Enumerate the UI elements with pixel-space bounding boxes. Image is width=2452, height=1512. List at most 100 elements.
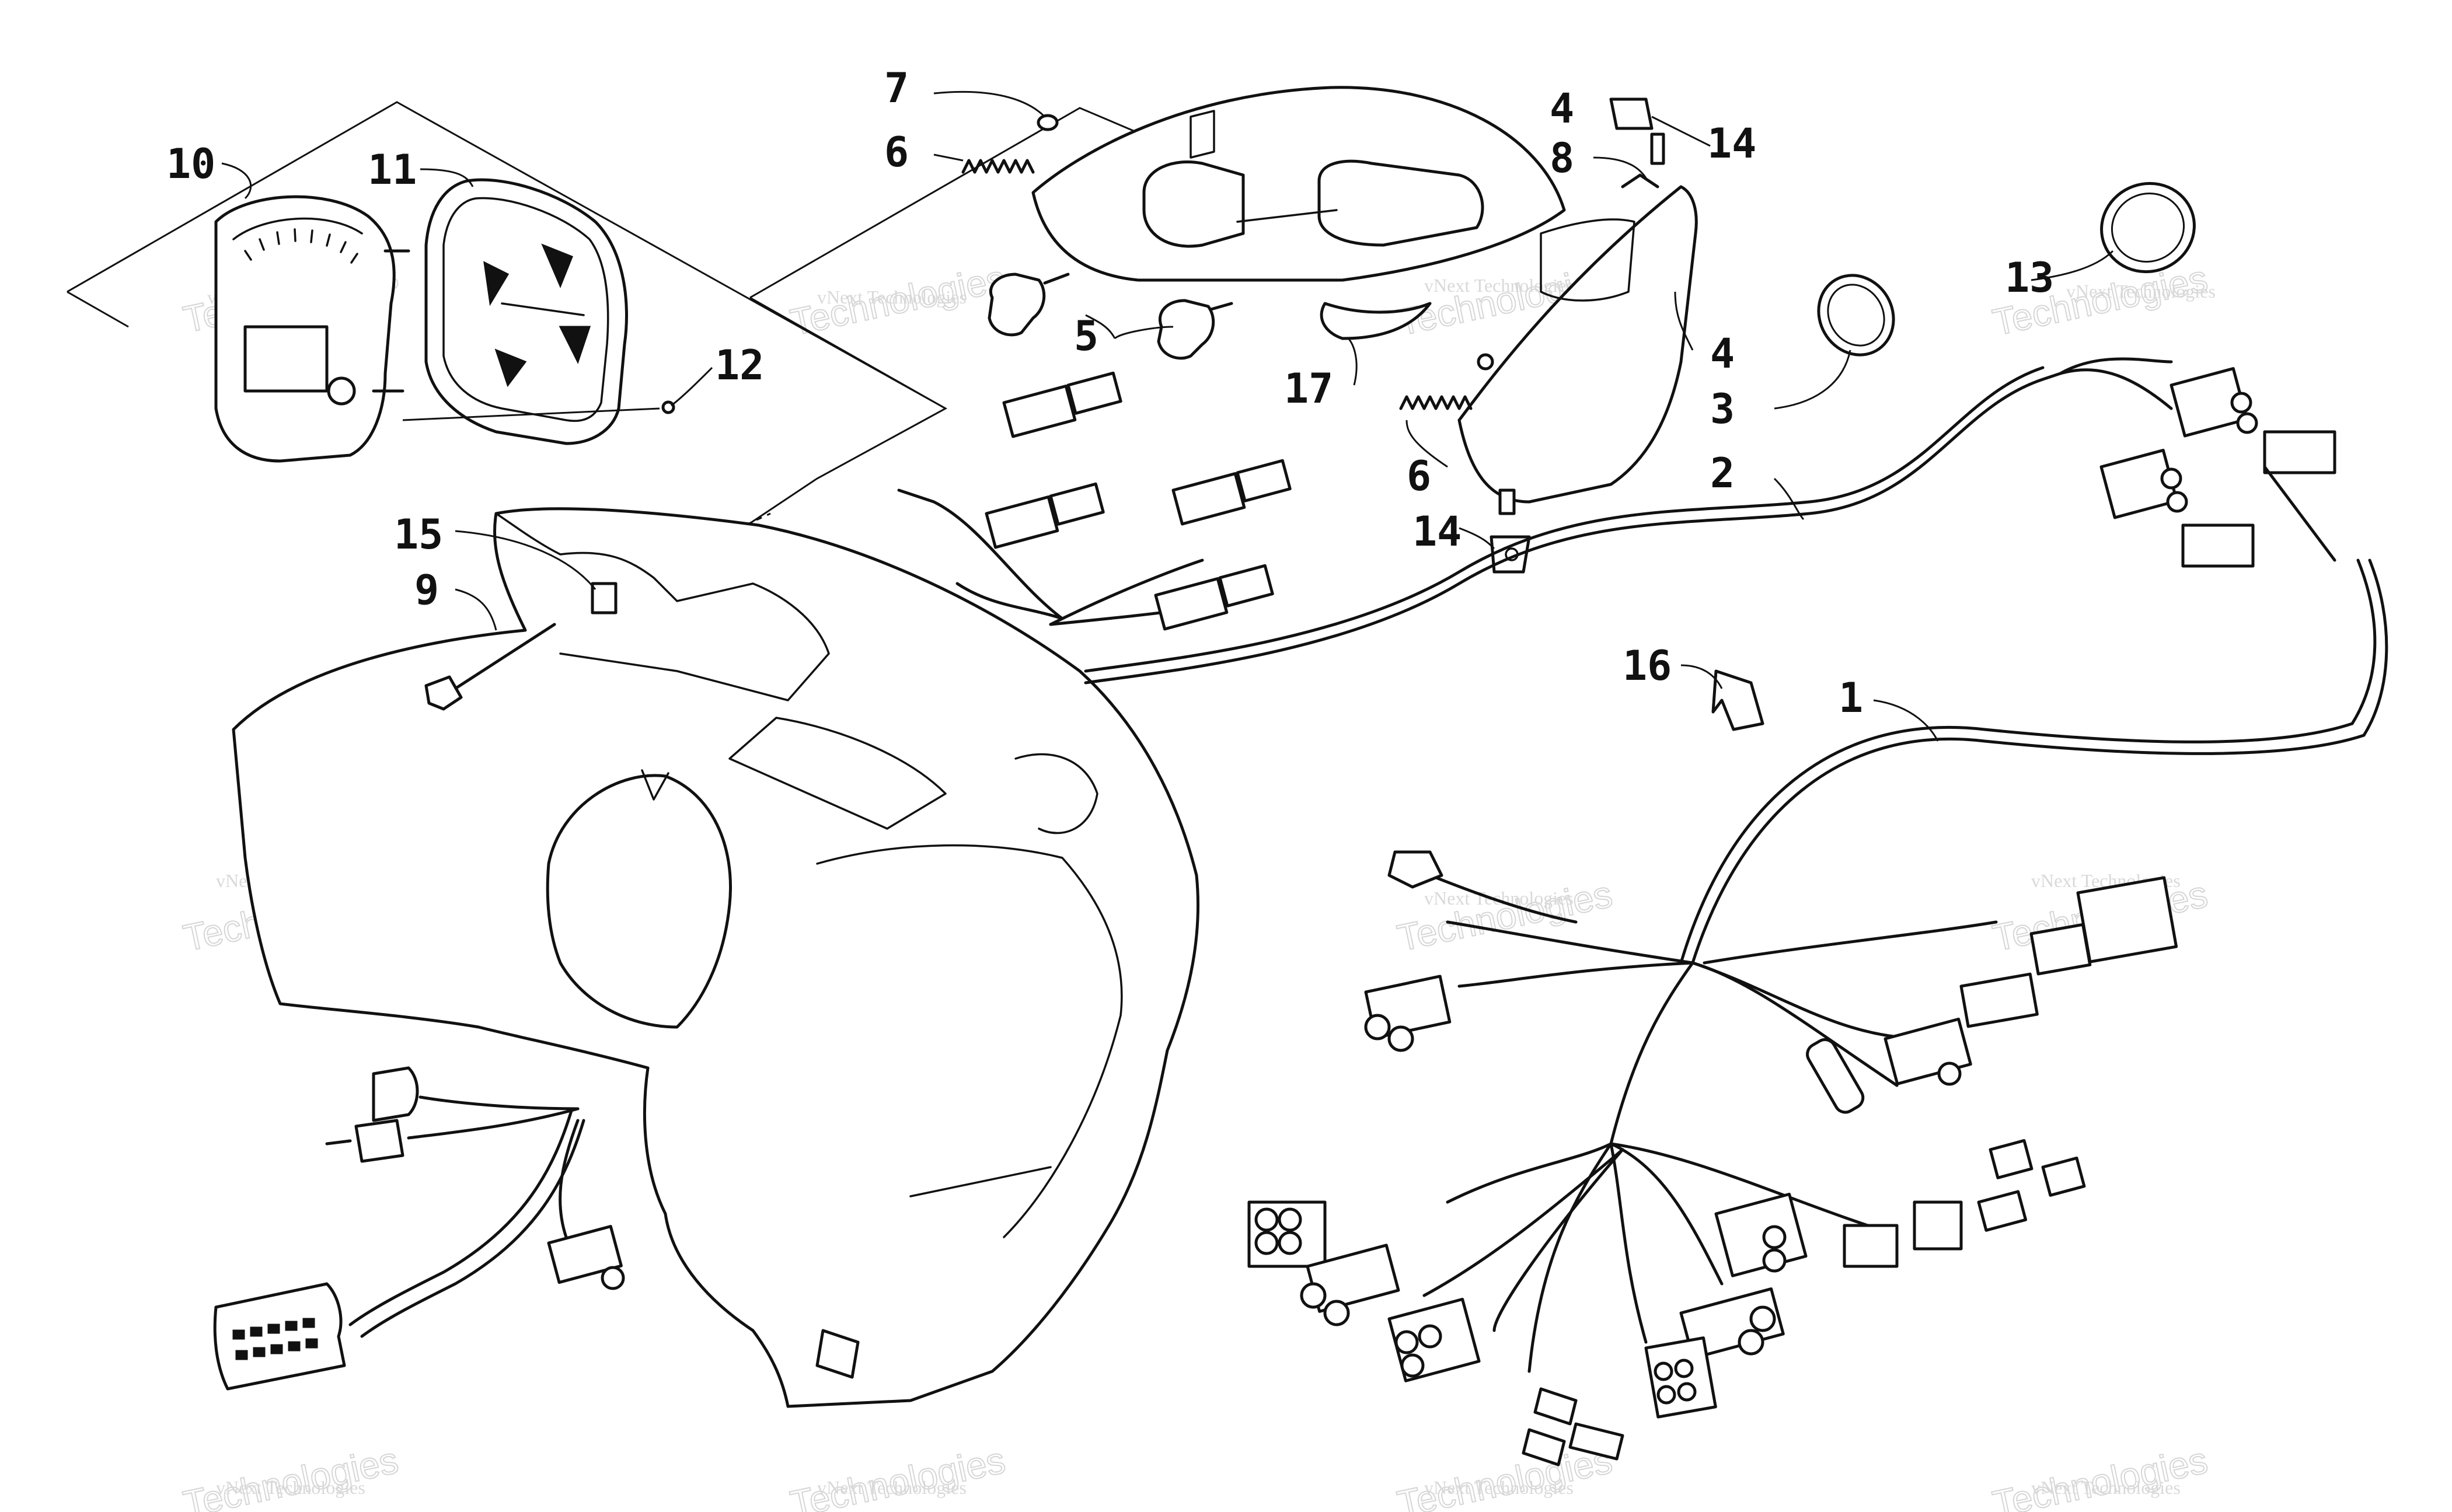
clip-16	[1711, 669, 1764, 731]
fairing-crease	[816, 844, 1123, 1238]
leader-3	[1774, 350, 1851, 410]
callout-11: 11	[368, 146, 417, 194]
jack-tip	[325, 1139, 352, 1146]
harness-1-lower-left2	[1422, 1148, 1624, 1297]
harness-1-right	[1691, 961, 1899, 1087]
screw-12	[661, 400, 675, 414]
bezel-vent	[541, 243, 573, 288]
connector	[1171, 459, 1292, 526]
callout-4a: 4	[1550, 85, 1574, 132]
harness-1-lower-down	[1609, 1142, 1648, 1344]
headlight-cover-assembly	[1399, 97, 1698, 574]
washer-7	[1037, 114, 1059, 131]
connector	[1002, 371, 1122, 438]
connector-block	[2181, 523, 2255, 568]
harness-1-left	[1457, 961, 1694, 988]
watermark-small: vNext Technologies	[817, 1477, 967, 1498]
bulb-socket-5b	[1157, 299, 1233, 360]
headlight-axle	[1236, 209, 1338, 223]
callout-1: 1	[1839, 674, 1863, 722]
watermark-big: Technologies	[180, 1439, 402, 1512]
harness-2-right	[1049, 558, 1204, 626]
harness-1-trunk-edge	[1679, 558, 2377, 965]
leader-2	[1773, 477, 1805, 521]
callout-4b: 4	[1710, 330, 1735, 378]
jack-plug	[372, 1066, 419, 1122]
fairing-lower-tab	[815, 1329, 860, 1379]
spring-6-top	[961, 159, 1035, 174]
fuse-holder	[1806, 1038, 1865, 1114]
bezel-inner	[442, 197, 609, 422]
leader-7	[933, 90, 1046, 118]
leader-6	[933, 153, 964, 162]
pin-14-top	[1650, 132, 1665, 165]
leader-11	[420, 168, 474, 187]
clip-15	[591, 582, 618, 614]
reflector-strip-17	[1320, 302, 1432, 340]
cover-window	[1540, 218, 1635, 302]
connector-2pin	[1364, 975, 1452, 1052]
bezel-vent	[483, 261, 510, 306]
fairing-vent-slot	[728, 717, 947, 830]
leader-14-top	[1651, 116, 1711, 147]
connector-multipin	[1959, 876, 2178, 1028]
ring-terminal	[1387, 850, 1443, 889]
fairing-trim-line	[909, 1166, 1052, 1197]
leader-4-lower	[1674, 291, 1694, 351]
leader-12	[671, 366, 713, 407]
callout-13: 13	[2005, 254, 2054, 302]
callout-14b: 14	[1412, 508, 1462, 556]
callout-10: 10	[166, 140, 215, 188]
housing-mount-tab	[1190, 110, 1215, 159]
connector-round-4pin	[2099, 449, 2188, 519]
harness-2-left	[955, 582, 1064, 620]
connector-2pin	[1884, 1017, 1972, 1086]
harness-2-branch	[2059, 368, 2173, 410]
connector	[1154, 564, 1274, 631]
harness-2-branch	[2059, 357, 2173, 375]
bezel-vent	[494, 348, 527, 387]
bezel-outer	[424, 178, 628, 445]
callout-16: 16	[1623, 642, 1672, 690]
gauge-dial-arc	[232, 217, 363, 240]
connector-4pin	[1247, 1200, 1327, 1268]
watermark-small: vNext Technologies	[1424, 275, 1574, 296]
callout-7: 7	[884, 64, 909, 112]
gauge-tick-marks	[244, 228, 358, 264]
spade-terminals	[1522, 1387, 1624, 1466]
callout-9: 9	[414, 566, 439, 614]
callout-labels: 10 11 12 7 6 5 17 6 14 4 8 14 4 3 2 13 1…	[166, 64, 2054, 722]
watermark-small: vNext Technologies	[2031, 1477, 2181, 1498]
bezel-screw-line	[402, 407, 660, 421]
harness-2-left	[897, 488, 1064, 620]
headlight-bulb-left	[1142, 160, 1245, 248]
leader-17	[1347, 337, 1358, 386]
bulb-socket-5a	[988, 273, 1070, 337]
watermark-small: vNext Technologies	[216, 1477, 365, 1498]
gauge-harness-trunk	[348, 1107, 574, 1326]
gauge-harness-trunk	[360, 1119, 585, 1338]
harness-2-main	[1084, 372, 2062, 685]
callout-6a: 6	[884, 128, 909, 176]
leader-10	[221, 162, 252, 200]
leader-lines	[221, 90, 2114, 742]
clamp-ring-13	[2100, 181, 2196, 274]
harness-2-main-edge	[1084, 366, 2045, 673]
headlight-housing	[1031, 86, 1566, 282]
headlight-housing-assembly	[961, 86, 1566, 360]
gauge-bezel	[402, 178, 675, 445]
watermark-small: vNext Technologies	[817, 287, 967, 308]
connector-block	[1913, 1200, 1963, 1251]
hood-fairing	[232, 507, 1200, 1408]
gauge-harness-branch	[407, 1107, 580, 1140]
connector-multipin-large	[213, 1282, 346, 1391]
connector-2pin	[547, 1225, 625, 1290]
harness-1-lower-right	[1609, 1142, 1724, 1286]
leader-5a	[1085, 314, 1116, 339]
connector-4pin	[1714, 1192, 1808, 1277]
connector	[985, 482, 1105, 549]
bolt-9	[424, 623, 556, 711]
harness-1-left	[1446, 920, 1694, 965]
fairing-gauge-opening	[546, 774, 732, 1029]
callout-2: 2	[1710, 449, 1735, 497]
